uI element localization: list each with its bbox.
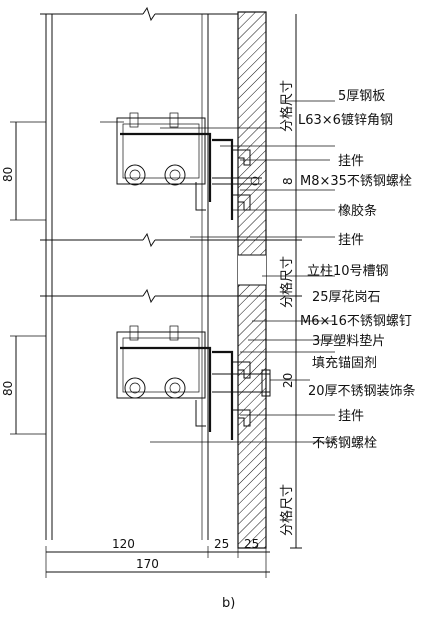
- label-hanger-1: 挂件: [338, 154, 364, 169]
- dim-170: 170: [136, 557, 159, 571]
- label-anchor-filler: 填充锚固剂: [312, 355, 377, 371]
- upper-anchor-assembly: [116, 112, 262, 220]
- dimension-texts: 80 80 8 20 120 25 25 170: [1, 167, 295, 571]
- dim-80-top: 80: [1, 167, 15, 182]
- label-rubber-strip: 橡胶条: [338, 203, 377, 219]
- bottom-dimensions: [45, 546, 270, 578]
- left-dimensions: [10, 121, 46, 435]
- break-lines: [40, 6, 300, 304]
- steel-column: [45, 14, 209, 540]
- label-ss-bolt: 不锈钢螺栓: [312, 436, 377, 451]
- dim-25-b: 25: [244, 537, 259, 551]
- label-m6-screw: M6×16不锈钢螺钉: [300, 314, 412, 329]
- dim-25-a: 25: [214, 537, 229, 551]
- lower-anchor-assembly: [116, 325, 271, 440]
- dim-120: 120: [112, 537, 135, 551]
- label-plastic-shim: 3厚塑料垫片: [312, 333, 385, 349]
- callout-labels: 5厚钢板 L63×6镀锌角钢 挂件 M8×35不锈钢螺栓 橡胶条 挂件 立柱10…: [298, 89, 416, 451]
- label-angle-steel: L63×6镀锌角钢: [298, 112, 393, 128]
- label-decor-strip: 20厚不锈钢装饰条: [308, 383, 416, 399]
- dim-8: 8: [281, 177, 295, 185]
- label-steel-plate: 5厚钢板: [338, 89, 385, 104]
- label-hanger-3: 挂件: [338, 409, 364, 424]
- grid-size-label-2: 分格尺寸: [279, 256, 295, 308]
- grid-size-label-1: 分格尺寸: [279, 80, 295, 132]
- right-dimension: [290, 14, 302, 549]
- granite-panel: [237, 11, 267, 549]
- vertical-labels: 分格尺寸 分格尺寸 分格尺寸: [279, 80, 295, 536]
- dim-20: 20: [281, 373, 295, 388]
- grid-size-label-3: 分格尺寸: [279, 484, 295, 536]
- dim-80-bottom: 80: [1, 381, 15, 396]
- leader-lines: [100, 100, 335, 443]
- label-hanger-2: 挂件: [338, 233, 364, 248]
- label-granite: 25厚花岗石: [312, 289, 381, 305]
- label-channel-column: 立柱10号槽钢: [307, 264, 389, 279]
- figure-caption: b): [222, 596, 235, 611]
- label-m8-bolt: M8×35不锈钢螺栓: [300, 174, 412, 189]
